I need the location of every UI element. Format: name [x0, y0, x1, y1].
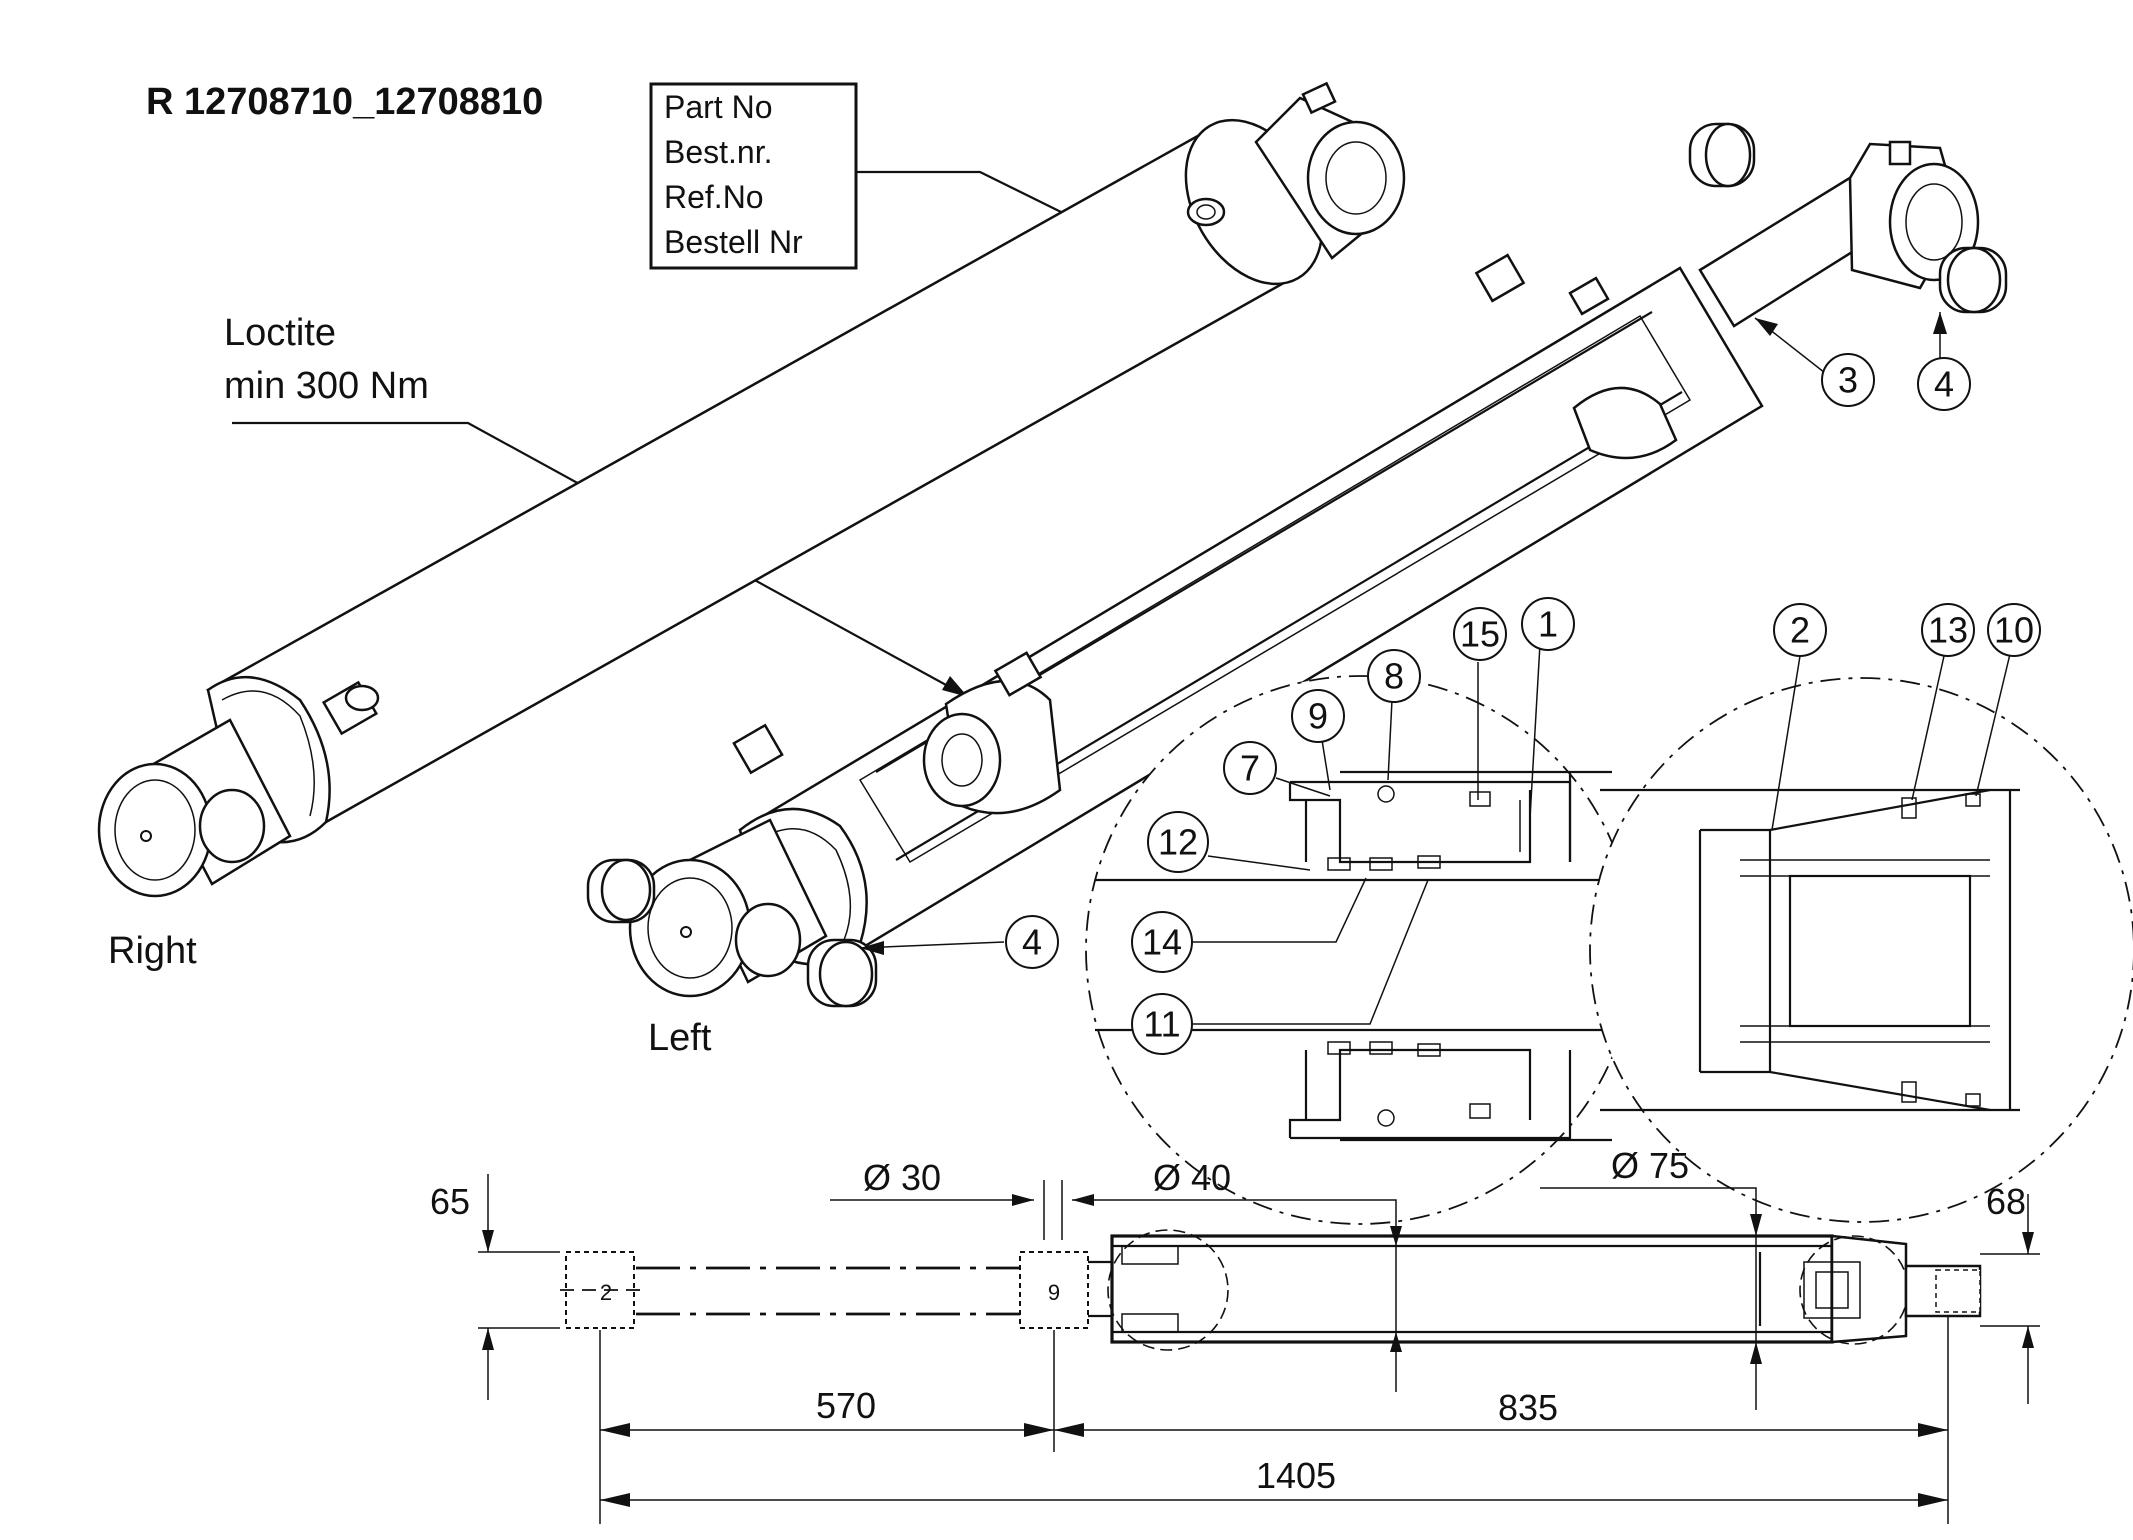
dim-dia-40: Ø 40: [1072, 1157, 1402, 1392]
drawing-title: R 12708710_12708810: [146, 81, 543, 123]
left-cylinder-view: [586, 122, 2008, 1008]
callout-1: 1: [1521, 597, 1575, 651]
svg-text:835: 835: [1498, 1387, 1558, 1428]
svg-text:1405: 1405: [1256, 1455, 1336, 1496]
left-view-label: Left: [648, 1017, 712, 1059]
svg-text:10: 10: [1994, 610, 2034, 651]
eye-mark-left: 2: [600, 1280, 612, 1305]
callout-3: 3: [1821, 353, 1875, 407]
detail-2-leaders: [1771, 653, 2011, 831]
callout-14: 14: [1131, 911, 1193, 973]
part-box-line-3: Ref.No: [664, 179, 764, 215]
callout-7: 7: [1223, 741, 1277, 795]
callout-15: 15: [1453, 607, 1507, 661]
part-box-line-4: Bestell Nr: [664, 224, 803, 260]
dim-68: 68: [1980, 1181, 2040, 1404]
callout-9: 9: [1291, 689, 1345, 743]
svg-text:Ø 40: Ø 40: [1153, 1157, 1231, 1198]
callout-11: 11: [1131, 993, 1193, 1055]
right-view-label: Right: [108, 930, 197, 972]
svg-text:9: 9: [1308, 696, 1328, 737]
detail-view-piston: [1589, 677, 2133, 1223]
callout-4-rear: 4: [1917, 357, 1971, 411]
svg-text:Ø 75: Ø 75: [1611, 1145, 1689, 1186]
dim-65: 65: [430, 1174, 560, 1400]
svg-text:570: 570: [816, 1385, 876, 1426]
svg-text:4: 4: [1022, 922, 1042, 963]
eye-mark-mid: 9: [1048, 1280, 1060, 1305]
loctite-label: Loctite: [224, 312, 336, 354]
dim-dia-30: Ø 30: [830, 1157, 1063, 1240]
dim-dia-75: Ø 75: [1540, 1145, 1762, 1410]
svg-text:14: 14: [1142, 922, 1182, 963]
part-box-line-2: Best.nr.: [664, 134, 773, 170]
svg-text:7: 7: [1240, 748, 1260, 789]
svg-text:12: 12: [1158, 822, 1198, 863]
dim-570-835: 570 835: [599, 1316, 1949, 1524]
side-view: 2 9: [560, 1229, 1982, 1351]
part-box-line-1: Part No: [664, 89, 772, 125]
callout-8: 8: [1367, 649, 1421, 703]
svg-text:65: 65: [430, 1181, 470, 1222]
callout-2: 2: [1773, 603, 1827, 657]
svg-text:2: 2: [1790, 610, 1810, 651]
svg-text:68: 68: [1986, 1181, 2026, 1222]
detail-1-leaders: [1188, 643, 1541, 1025]
callout-4-front: 4: [1005, 915, 1059, 969]
svg-text:15: 15: [1460, 614, 1500, 655]
callout-13: 13: [1921, 603, 1975, 657]
svg-text:13: 13: [1928, 610, 1968, 651]
loctite-leader: [232, 421, 969, 698]
svg-text:Ø 30: Ø 30: [863, 1157, 941, 1198]
loctite-torque: min 300 Nm: [224, 365, 429, 407]
callout-10: 10: [1987, 603, 2041, 657]
svg-text:3: 3: [1838, 360, 1858, 401]
svg-text:11: 11: [1143, 1004, 1180, 1045]
svg-text:8: 8: [1384, 656, 1404, 697]
callouts: 1 15 8 9 7 12 14 11 2 13 10 3 4 4: [1005, 353, 2041, 1055]
right-cylinder-view: [97, 81, 1406, 898]
svg-text:1: 1: [1538, 604, 1558, 645]
dim-1405: 1405: [600, 1455, 1948, 1507]
callout-12: 12: [1147, 811, 1209, 873]
part-number-box: Part No Best.nr. Ref.No Bestell Nr: [649, 82, 858, 270]
svg-text:4: 4: [1934, 364, 1954, 405]
